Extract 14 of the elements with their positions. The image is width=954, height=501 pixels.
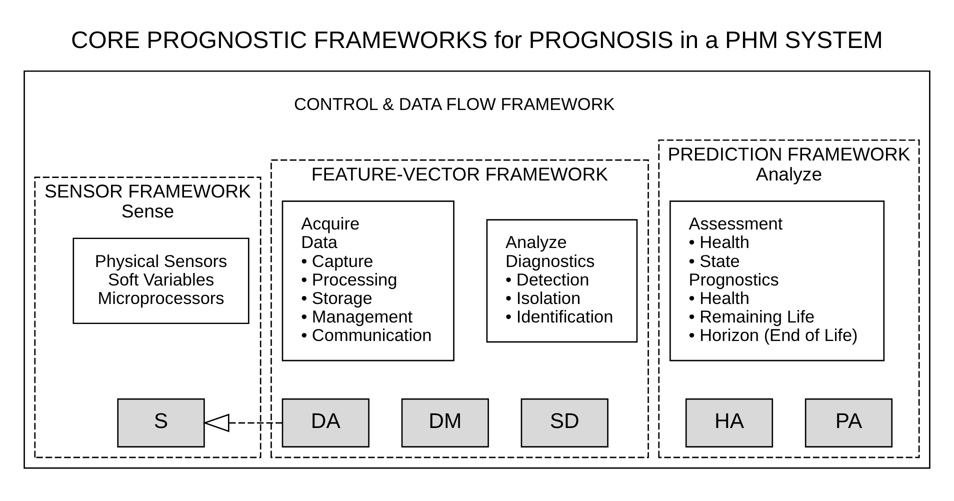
arrow [202,413,282,432]
node-box: Physical Sensors Soft Variables Microprocessors [72,237,250,324]
label: CONTROL & DATA FLOW FRAMEWORK [294,94,615,114]
node-box: DM [401,398,489,447]
node-box: HA [685,398,774,447]
node-box: Analyze Diagnostics • Detection • Isolation • Identification [486,218,638,342]
node-box: S [117,398,205,447]
diagram-title: CORE PROGNOSTIC FRAMEWORKS for PROGNOSIS in a PHM SYSTEM [71,26,883,54]
node-box: SD [520,398,608,447]
node-box: DA [282,398,370,447]
node-box: PA [804,398,893,447]
node-box: Acquire Data • Capture • Processing • Storage • Management • Communication [282,200,454,361]
cluster [24,70,930,468]
node-box: Assessment • Health • State Prognostics • Health • Remaining Life • Horizon (End of Life) [670,200,885,361]
